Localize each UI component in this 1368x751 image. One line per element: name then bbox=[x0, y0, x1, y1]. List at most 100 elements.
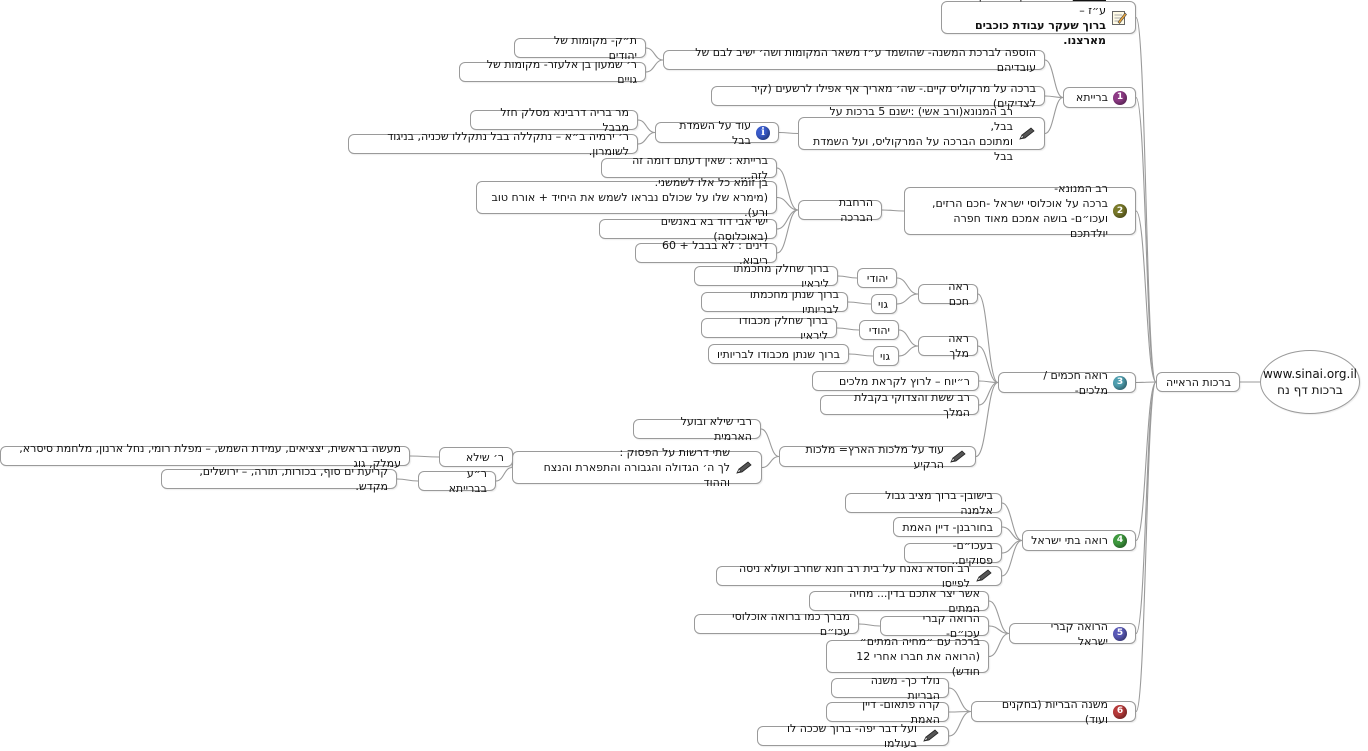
connector-b3e-b3e1 bbox=[760, 428, 780, 458]
connector-b3a2-b3a2a bbox=[847, 301, 872, 305]
node-b1c1a[interactable]: מר בריה דרבינא מסלק חזל מבבל bbox=[470, 106, 638, 134]
connector-b6-b6b bbox=[948, 710, 972, 713]
node-b5[interactable]: 5 הרואה קברי ישראל bbox=[1009, 620, 1136, 648]
node-b1a2[interactable]: ר׳ שמעון בן אלעזר- מקומות של גויים bbox=[459, 58, 646, 86]
node-b1c[interactable]: רב המנונא(ורב אשי) :ישנם 5 ברכות על בבל,… bbox=[798, 105, 1045, 163]
connector-b2a-b2a3 bbox=[776, 209, 799, 230]
node-text: משנה הבריות (בחקנים ועוד) bbox=[1001, 697, 1108, 726]
connector-b1c-b1c1 bbox=[778, 131, 799, 135]
priority-2-icon: 2 bbox=[1113, 204, 1127, 218]
node-b6c[interactable]: ועל דבר יפה- ברוך שככה לו בעולמו bbox=[757, 722, 949, 750]
node-text: בעכו״ם- פסוקים.. bbox=[951, 539, 993, 567]
node-b2a4[interactable]: דינים : לא בבבל + 60 ריבוא. bbox=[635, 239, 777, 267]
node-b2a[interactable]: הרחבת הברכה bbox=[798, 196, 882, 224]
connector-b1a-b1a2 bbox=[645, 59, 664, 73]
node-b3a2a[interactable]: ברוך שנתן מחכמתו לבריותיו bbox=[701, 288, 848, 316]
node-text: רב חסדא נאנח על בית רב חנא שחרב ועולא ני… bbox=[739, 562, 970, 590]
connector-b4-b4d bbox=[1001, 539, 1023, 577]
node-b3e2[interactable]: שתי דרשות על הפסוק : לך ה׳ הגדולה והגבור… bbox=[512, 446, 762, 489]
node-b4d[interactable]: רב חסדא נאנח על בית רב חנא שחרב ועולא ני… bbox=[716, 562, 1002, 590]
node-b1a[interactable]: הוספה לברכת המשנה- שהושמד ע״ז משאר המקומ… bbox=[663, 46, 1045, 74]
node-b5b1[interactable]: מברך כמו ברואה אוכלוסי עכו״ם bbox=[694, 610, 859, 638]
connector-b2a-b2a4 bbox=[776, 209, 799, 254]
node-text: ישי אבי דוד בא באנשים (באוכלוסה) bbox=[660, 215, 768, 243]
node-text: נולד כך- משנה הבריות bbox=[870, 674, 940, 702]
node-b4c[interactable]: בעכו״ם- פסוקים.. bbox=[904, 539, 1002, 567]
node-text: בן זומא כל אלו לשמשני. (מימרא שלו על שכו… bbox=[491, 176, 768, 219]
node-b3a1a[interactable]: ברוך שחלק מחכמתו ליראיו bbox=[694, 262, 838, 290]
node-b3b2[interactable]: גוי bbox=[873, 346, 899, 366]
priority-number: 2 bbox=[1113, 204, 1127, 218]
node-root[interactable]: ברכות הראייה bbox=[1156, 372, 1240, 392]
connector-b6-b6a bbox=[948, 687, 972, 713]
connector-b1-b1b bbox=[1044, 95, 1064, 99]
node-b2a3[interactable]: ישי אבי דוד בא באנשים (באוכלוסה) bbox=[599, 215, 777, 243]
connector-b3-b3a bbox=[977, 293, 999, 384]
node-b6a[interactable]: נולד כך- משנה הבריות bbox=[831, 674, 949, 702]
node-b2a1[interactable]: ברייתא : שאין דעתם דומה זה לזה... bbox=[601, 154, 777, 182]
connector-b3a-b3a2 bbox=[896, 293, 919, 305]
priority-number: 5 bbox=[1113, 626, 1127, 641]
node-b3b2a[interactable]: ברוך שנתן מכבודו לבריותיו bbox=[708, 344, 849, 364]
connector-b3-b3e bbox=[975, 381, 999, 458]
node-center[interactable]: www.sinai.org.il ברכות דף נח bbox=[1260, 350, 1360, 414]
node-b3a[interactable]: ראה חכם bbox=[918, 280, 978, 308]
node-b2a2[interactable]: בן זומא כל אלו לשמשני. (מימרא שלו על שכו… bbox=[476, 176, 777, 219]
node-b3e2b1[interactable]: קריעת ים סוף, בכורות, תורה, – ירושלים, מ… bbox=[161, 465, 397, 493]
priority-5-icon: 5 bbox=[1113, 626, 1127, 641]
node-b3e2a1[interactable]: מעשה בראשית, יצציאים, עמידת השמש, – מפלת… bbox=[0, 442, 410, 470]
node-b3b[interactable]: ראה מלך bbox=[918, 332, 978, 360]
node-b3a1[interactable]: יהודי bbox=[857, 268, 897, 288]
node-text: ר׳ שמעון בן אלעזר- מקומות של גויים bbox=[486, 58, 637, 86]
node-text: מר בריה דרבינא מסלק חזל מבבל bbox=[500, 106, 629, 134]
node-text: אשר יצר אתכם בדין... מחיה המתים bbox=[849, 587, 980, 615]
pencil-icon bbox=[1018, 126, 1036, 141]
node-b5b[interactable]: הרואה קברי עכו״ם- bbox=[880, 612, 989, 640]
node-text: הרואה קברי עכו״ם- bbox=[922, 612, 980, 640]
note-icon bbox=[1111, 10, 1127, 26]
node-b3b1[interactable]: יהודי bbox=[859, 320, 899, 340]
priority-4-icon: 4 bbox=[1113, 533, 1127, 548]
connector-b3e2a-b3e2a1 bbox=[409, 455, 440, 458]
node-text: הרואה קברי ישראל bbox=[1050, 619, 1108, 648]
node-b3d[interactable]: רב ששת והצדוקי בקבלת המלך bbox=[820, 391, 979, 419]
priority-1-icon: 1 bbox=[1113, 90, 1127, 105]
node-b4a[interactable]: בישובן- ברוך מציב גבול אלמנה bbox=[845, 489, 1002, 517]
pencil-icon bbox=[949, 449, 967, 464]
node-b3e2b[interactable]: ר״ע בברייתא bbox=[418, 467, 496, 495]
node-b3e2a[interactable]: ר׳ שילא bbox=[439, 447, 513, 467]
node-b1a1[interactable]: ת״ק- מקומות של יהודים bbox=[514, 34, 646, 62]
connector-root-b6 bbox=[1135, 381, 1157, 713]
node-b6b[interactable]: קרה פתאום- דיין האמת bbox=[826, 698, 949, 726]
node-b3c[interactable]: ר״יוח – לרוץ לקראת מלכים bbox=[812, 371, 979, 391]
node-text: ברכה על מרקוליס קיים.- שה׳ מאריך אף אפיל… bbox=[751, 82, 1036, 110]
node-b3b1a[interactable]: ברוך שחלק מכבודו ליראיו bbox=[701, 314, 837, 342]
node-b3e[interactable]: עוד על מלכות הארץ= מלכות הרקיע bbox=[779, 443, 976, 471]
node-b5a[interactable]: אשר יצר אתכם בדין... מחיה המתים bbox=[809, 587, 989, 615]
connector-b4-b4c bbox=[1001, 539, 1023, 554]
connector-b5b-b5b1 bbox=[858, 623, 881, 627]
node-b1b[interactable]: ברכה על מרקוליס קיים.- שה׳ מאריך אף אפיל… bbox=[711, 82, 1045, 110]
node-text: www.sinai.org.il ברכות דף נח bbox=[1262, 367, 1357, 397]
node-top[interactable]: במשנה - רואה מקום שנעקרה ע״ז – ברוך שעקר… bbox=[941, 0, 1136, 47]
connector-b3-b3d bbox=[978, 381, 999, 406]
connector-b1-b1c bbox=[1044, 96, 1064, 135]
node-b5c[interactable]: ברכה עם ״מחיה המתים״ (הרואה את חברו אחרי… bbox=[826, 635, 989, 678]
connector-b1-b1a bbox=[1044, 59, 1064, 99]
node-b3e1[interactable]: רבי שילא ובועל הארמית bbox=[633, 415, 761, 443]
node-text: הוספה לברכת המשנה- שהושמד ע״ז משאר המקומ… bbox=[695, 46, 1036, 74]
node-b4b[interactable]: בחורבנן- דיין האמת bbox=[893, 517, 1002, 537]
node-b1c1b[interactable]: ר׳ ירמיה ב״א – נתקללה בבל נתקללו שכניה, … bbox=[348, 130, 638, 158]
node-text: ברכה עם ״מחיה המתים״ (הרואה את חברו אחרי… bbox=[856, 635, 980, 678]
node-b3a2[interactable]: גוי bbox=[871, 294, 897, 314]
node-text: ר׳ ירמיה ב״א – נתקללה בבל נתקללו שכניה, … bbox=[387, 130, 629, 158]
priority-number: 1 bbox=[1113, 90, 1127, 105]
connector-b1a-b1a1 bbox=[645, 47, 664, 61]
